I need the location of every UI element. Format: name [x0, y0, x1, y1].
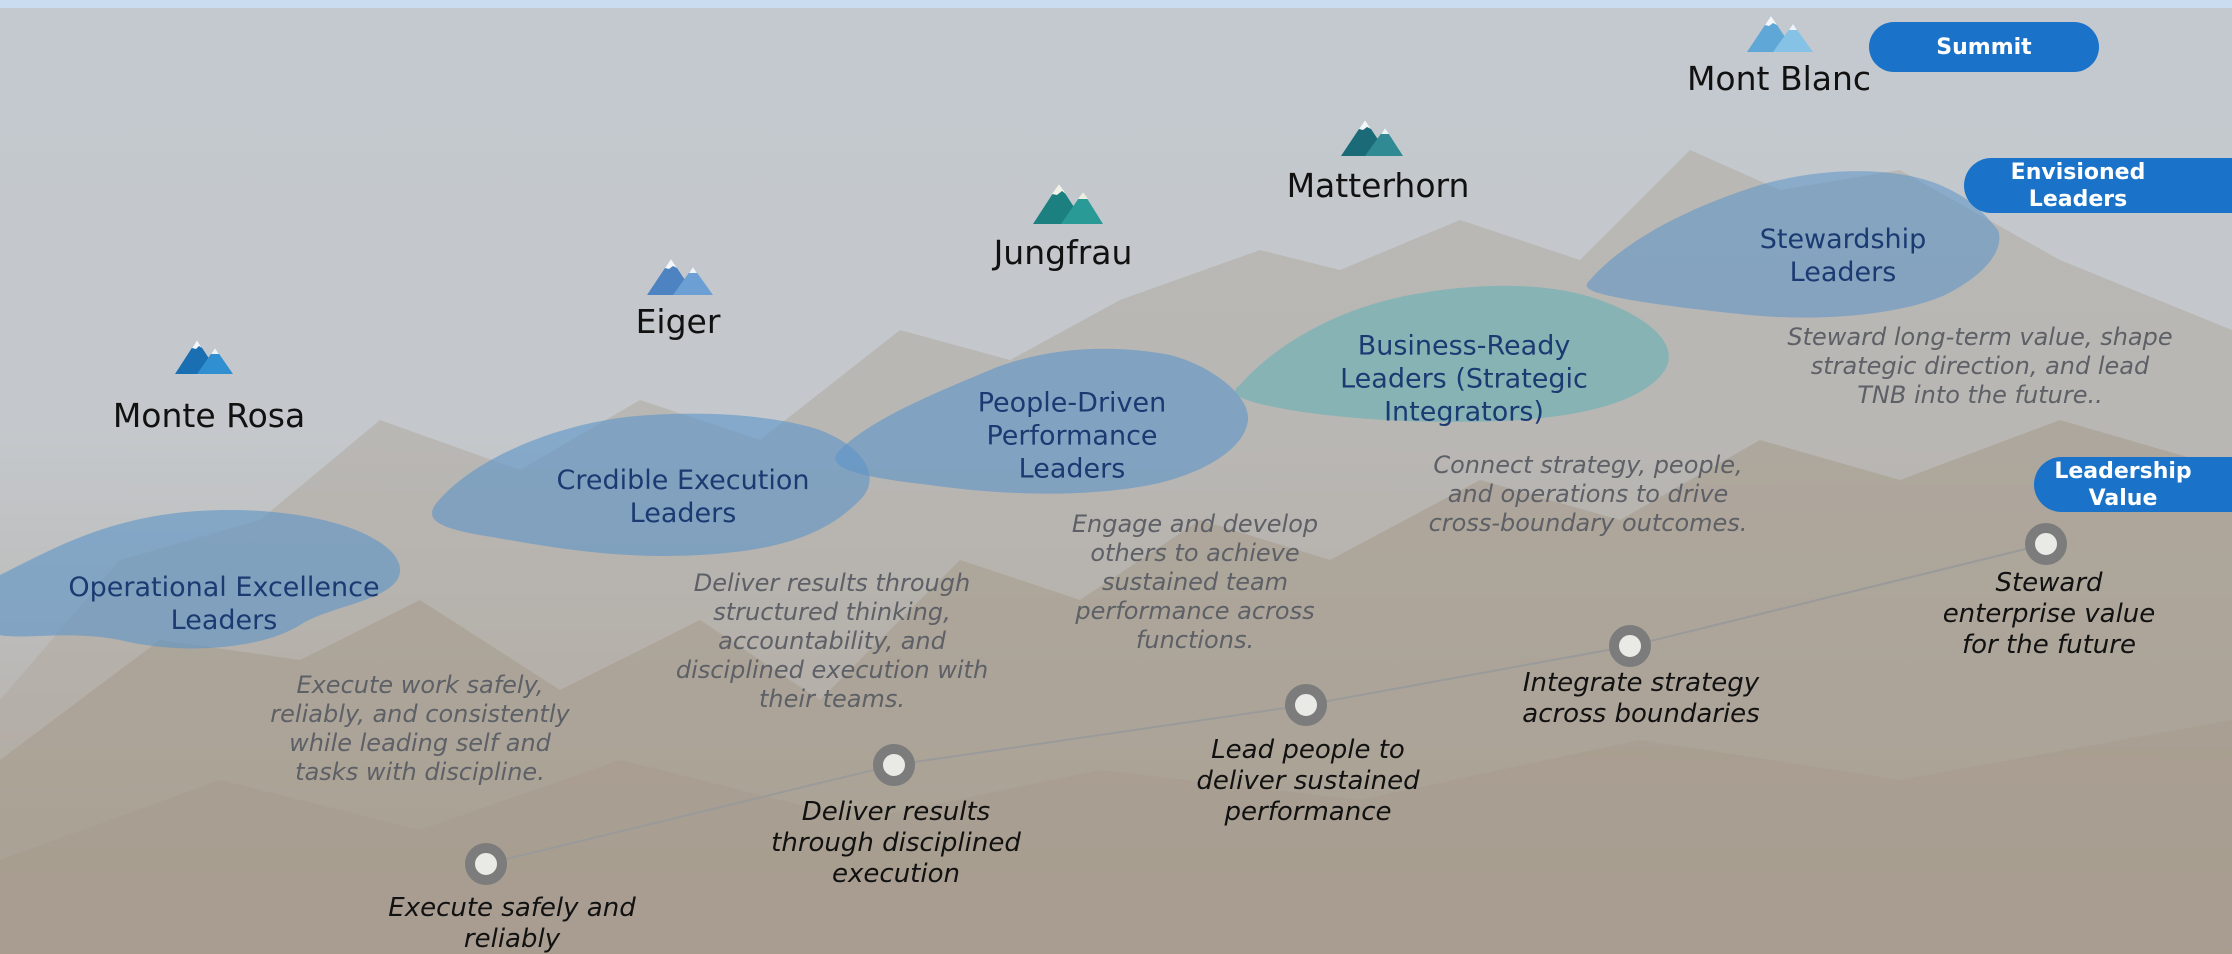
leadership-value-pill: Leadership Value	[2034, 457, 2232, 512]
level-title-credible-execution: Credible Execution Leaders	[556, 465, 810, 529]
milestone-label: Lead people to deliver sustained perform…	[1196, 735, 1420, 827]
peak-name-monte-rosa: Monte Rosa	[112, 396, 306, 435]
blob-operational-excellence	[0, 510, 400, 649]
blob-people-driven	[835, 348, 1249, 494]
peak-name-jungfrau: Jungfrau	[993, 233, 1133, 272]
blob-stewardship	[1586, 171, 2000, 318]
milestone-marker	[2025, 523, 2067, 565]
milestone-marker	[1609, 625, 1651, 667]
peak-name-mont-blanc: Mont Blanc	[1686, 59, 1872, 98]
peak-name-eiger: Eiger	[635, 302, 721, 341]
level-title-business-ready: Business-Ready Leaders (Strategic Integr…	[1340, 330, 1588, 428]
peak-name-matterhorn: Matterhorn	[1286, 166, 1470, 205]
blob-credible-execution	[432, 413, 870, 556]
level-description-stewardship: Steward long-term value, shape strategic…	[1787, 323, 2173, 409]
milestone-label: Execute safely and reliably	[388, 893, 636, 954]
envisioned-leaders-pill: Envisioned Leaders	[1964, 158, 2232, 213]
mountain-icon	[175, 340, 233, 374]
mountain-icon	[1341, 120, 1403, 156]
mountain-icon	[1033, 184, 1103, 224]
level-description-people-driven: Engage and develop others to achieve sus…	[1071, 510, 1319, 654]
level-description-business-ready: Connect strategy, people, and operations…	[1428, 451, 1748, 537]
milestone-marker	[873, 744, 915, 786]
level-title-people-driven: People-Driven Performance Leaders	[977, 387, 1167, 485]
milestone-label: Steward enterprise value for the future	[1942, 568, 2156, 660]
milestone-marker	[1285, 684, 1327, 726]
milestone-label: Deliver results through disciplined exec…	[771, 797, 1021, 889]
milestone-marker	[465, 843, 507, 885]
blob-business-ready	[1235, 285, 1669, 422]
level-description-operational-excellence: Execute work safely, reliably, and consi…	[270, 671, 570, 786]
level-title-operational-excellence: Operational Excellence Leaders	[68, 572, 380, 636]
level-title-stewardship: Stewardship Leaders	[1759, 224, 1927, 288]
milestone-label: Integrate strategy across boundaries	[1522, 668, 1760, 729]
mountain-foreground	[0, 720, 2232, 954]
mountain-icon	[1747, 16, 1813, 52]
summit-pill: Summit	[1869, 22, 2099, 72]
level-description-credible-execution: Deliver results through structured think…	[675, 569, 989, 713]
top-strip	[0, 0, 2232, 8]
mountain-icon	[647, 259, 713, 295]
